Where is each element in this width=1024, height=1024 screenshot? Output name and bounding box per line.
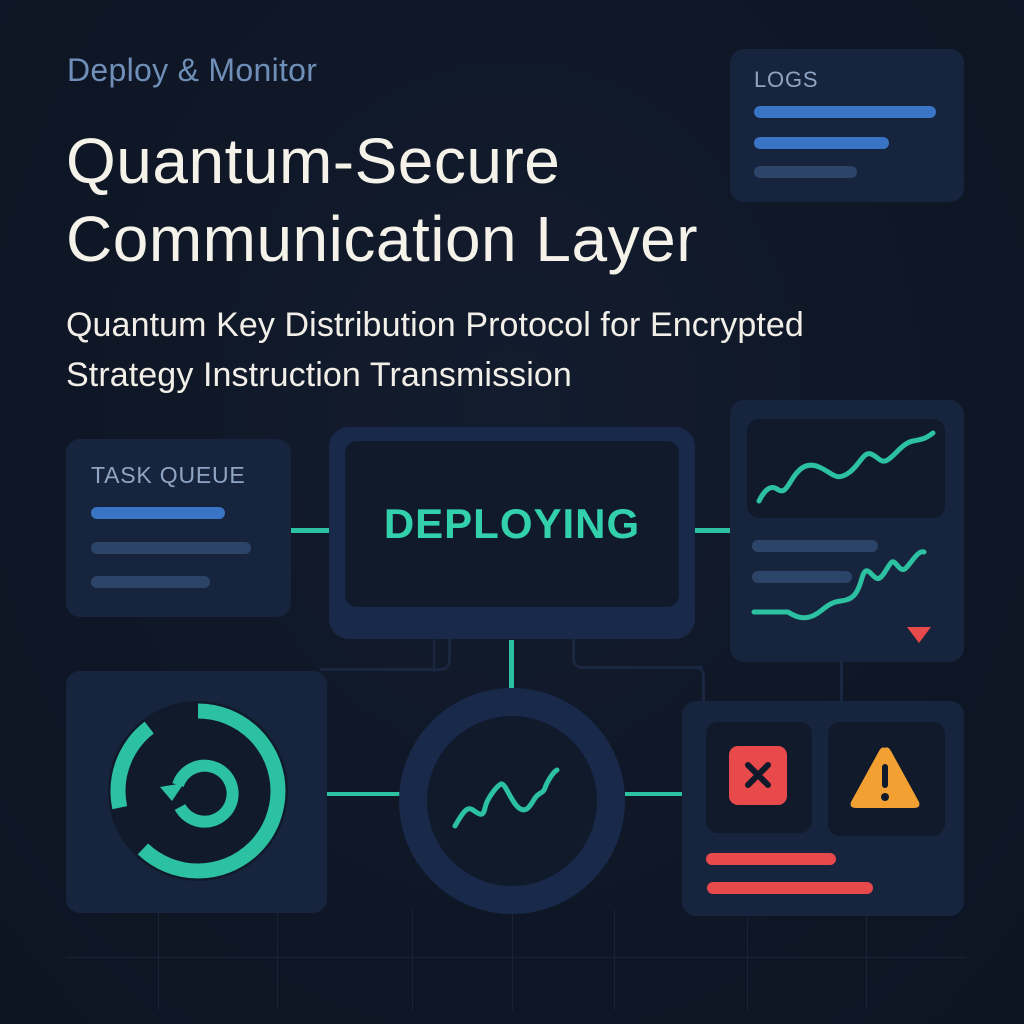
page-subtitle: Quantum Key Distribution Protocol for En… (66, 300, 804, 400)
refresh-icon (160, 759, 239, 828)
logs-panel-label: LOGS (754, 67, 819, 92)
down-triangle-indicator-icon (907, 627, 931, 643)
error-tile[interactable] (706, 722, 812, 833)
grid-line (158, 910, 159, 1010)
connector-line (840, 662, 843, 704)
grid-line (277, 910, 278, 1010)
task-queue-panel[interactable]: TASK QUEUE (66, 439, 291, 617)
deploy-status-text: DEPLOYING (383, 500, 641, 547)
metric-bar (752, 540, 878, 552)
deploy-status-screen: DEPLOYING (345, 441, 679, 607)
page-subtitle-line-2: Strategy Instruction Transmission (66, 356, 572, 394)
task-queue-label: TASK QUEUE (91, 462, 246, 488)
error-x-icon (729, 746, 787, 805)
grid-line (412, 910, 413, 1010)
teal-connector (509, 640, 514, 688)
page-title-line-2: Communication Layer (66, 203, 698, 275)
trend-line-chart-2-icon (751, 549, 927, 621)
teal-connector (625, 792, 683, 796)
trend-line-chart-icon (756, 430, 936, 504)
connector-line (433, 617, 435, 672)
log-entry-bar (754, 137, 889, 149)
eyebrow-label: Deploy & Monitor (67, 52, 318, 88)
monitor-node-inner (427, 716, 597, 886)
monitor-node[interactable] (399, 688, 625, 914)
error-log-bar (706, 853, 836, 865)
teal-connector (695, 528, 730, 533)
task-bar (91, 576, 210, 588)
metric-bar (752, 571, 852, 583)
grid-line (66, 957, 966, 958)
log-entry-bar (754, 106, 936, 118)
teal-connector (326, 792, 400, 796)
logs-panel[interactable]: LOGS (730, 49, 964, 202)
grid-line (614, 910, 615, 1010)
log-entry-bar (754, 166, 857, 178)
task-bar (91, 507, 225, 519)
page-title: Quantum-Secure Communication Layer (66, 122, 698, 278)
activity-line-icon (452, 767, 560, 829)
connector-line (690, 666, 705, 709)
warning-tile[interactable] (828, 722, 945, 836)
page-title-line-1: Quantum-Secure (66, 125, 561, 197)
grid-line (747, 910, 748, 1010)
warning-triangle-icon (850, 747, 920, 808)
connector-line (572, 638, 703, 669)
progress-ring (108, 701, 288, 881)
page-subtitle-line-1: Quantum Key Distribution Protocol for En… (66, 306, 804, 344)
connector-line (320, 638, 451, 671)
alerts-panel[interactable] (682, 701, 964, 916)
grid-line (512, 910, 513, 1010)
teal-connector (291, 528, 329, 533)
error-log-bar (707, 882, 873, 894)
metrics-chart-area (747, 419, 945, 518)
grid-line (866, 910, 867, 1010)
task-bar (91, 542, 251, 554)
progress-panel[interactable] (66, 671, 327, 913)
metrics-panel[interactable] (730, 400, 964, 662)
